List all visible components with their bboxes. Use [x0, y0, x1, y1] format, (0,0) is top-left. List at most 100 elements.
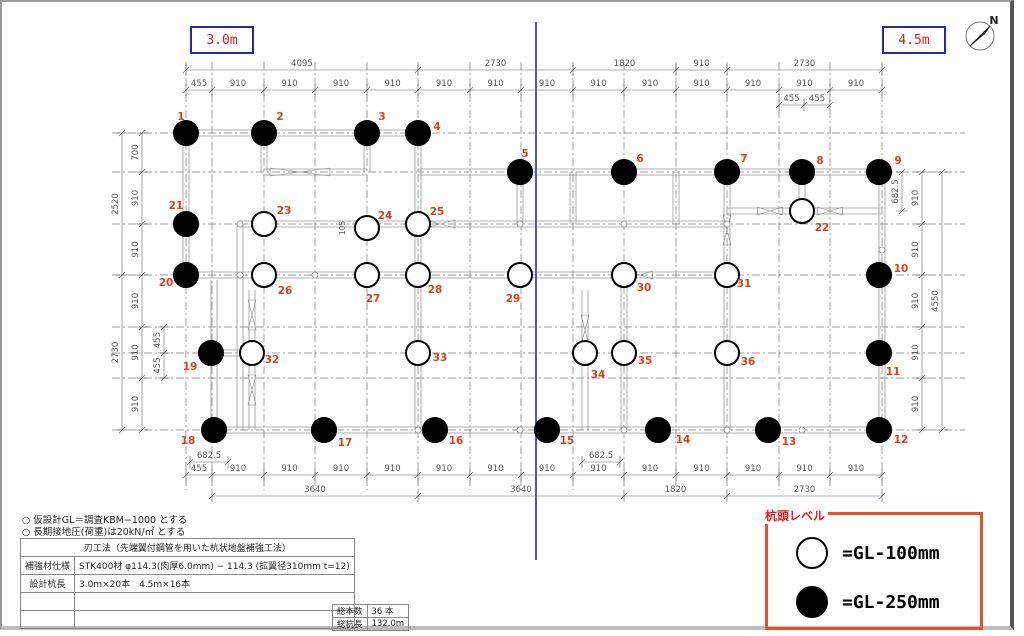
dim-left-minor-label: 910: [131, 190, 141, 206]
pile-filled-5: [507, 159, 533, 185]
anchor-bolt-icon: [878, 246, 886, 254]
dim-top-minor-label: 910: [642, 79, 658, 89]
dim-left-minor-tick: [136, 271, 148, 279]
dim-right-minor-label: 910: [911, 241, 921, 257]
pile-open-29: [507, 262, 533, 288]
dim-bottom-major-tick: [414, 490, 422, 502]
dim-left-sub-tick: [158, 323, 170, 331]
vent-mark: [580, 314, 590, 346]
spec-value: 3.0m×20本 4.5m×16本: [74, 574, 355, 593]
dim-right-offset-tick: [896, 168, 908, 176]
total-value: 132.0m: [366, 617, 410, 631]
pile-label-18: 18: [181, 435, 196, 447]
spec-key: [19, 592, 76, 611]
pile-open-36: [714, 340, 740, 366]
spec-title: 刃工法（先端翼付鋼管を用いた杭状地盤補強工法）: [20, 538, 355, 557]
dim-top-major-label: 2730: [485, 59, 507, 69]
dim-bottom-minor-tick: [414, 469, 422, 481]
dim-left-minor-label: 700: [131, 144, 141, 160]
pile-label-6: 6: [636, 153, 643, 165]
dim-bottom-minor-tick: [878, 469, 886, 481]
anchor-bolt-icon: [798, 426, 806, 434]
pile-label-4: 4: [433, 121, 440, 133]
pile-label-2: 2: [276, 111, 283, 123]
pile-filled-13: [755, 417, 781, 443]
dim-right-minor-tick: [916, 374, 928, 382]
dim-bottom-major-tick: [723, 490, 731, 502]
pile-label-24: 24: [378, 210, 393, 222]
pile-filled-16: [422, 417, 448, 443]
dim-top-minor-label: 455: [191, 79, 207, 89]
dim-bottom-minor-label: 910: [745, 464, 761, 474]
dim-left-minor-tick: [136, 323, 148, 331]
pile-open-26: [251, 262, 277, 288]
dim-top-minor-label: 910: [333, 79, 349, 89]
pile-label-31: 31: [737, 278, 752, 290]
pile-filled-7: [714, 159, 740, 185]
pile-filled-6: [611, 159, 637, 185]
north-arrow-icon: [969, 25, 991, 47]
dim-top-sub-tick: [775, 99, 783, 111]
legend-item-filled: =GL-250mm: [796, 586, 940, 618]
dim-bottom-offset-tick: [186, 456, 194, 468]
dim-top-major-label: 910: [693, 59, 709, 69]
dim-left-major-label: 2730: [111, 342, 121, 364]
dim-right-minor-tick: [916, 426, 928, 434]
dim-bottom-minor-tick: [260, 469, 268, 481]
dim-bottom-minor-label: 910: [642, 464, 658, 474]
pile-label-13: 13: [782, 436, 797, 448]
dim-top-major-tick: [878, 64, 886, 76]
pile-label-32: 32: [265, 354, 280, 366]
dim-top-major-label: 4095: [291, 59, 313, 69]
pile-label-9: 9: [894, 155, 901, 167]
pile-open-30: [611, 262, 637, 288]
pile-open-32: [239, 340, 265, 366]
anchor-bolt-icon: [723, 426, 731, 434]
pile-label-8: 8: [816, 155, 823, 167]
dim-right-minor-label: 910: [911, 293, 921, 309]
depth-tag-4-5m: 4.5m: [882, 26, 946, 54]
pile-open-24: [354, 215, 380, 241]
dim-left-major-label: 2520: [111, 193, 121, 215]
dim-top-minor-label: 910: [745, 79, 761, 89]
dim-left-major-tick: [116, 271, 128, 279]
dim-top-major-tick: [414, 64, 422, 76]
pile-open-31: [714, 262, 740, 288]
dim-top-minor-tick: [466, 84, 474, 96]
dim-right-major-tick: [936, 168, 948, 176]
dim-right-major-label: 4550: [931, 290, 941, 312]
dim-right-minor-tick: [916, 168, 928, 176]
total-key: 総杭長: [332, 617, 368, 631]
pile-filled-4: [405, 120, 431, 146]
dim-bottom-minor-label: 910: [384, 464, 400, 474]
table-row: [19, 610, 355, 629]
dim-top-major-label: 2730: [794, 59, 816, 69]
open-circle-icon: [796, 537, 828, 569]
dim-left-minor-label: 910: [131, 241, 141, 257]
anchor-bolt-icon: [516, 220, 524, 228]
dim-bottom-major-label: 3640: [510, 485, 532, 495]
dim-top-minor-label: 910: [230, 79, 246, 89]
pile-filled-10: [866, 262, 892, 288]
dim-top-major-tick: [672, 64, 680, 76]
anchor-bolt-icon: [620, 220, 628, 228]
pile-open-34: [572, 340, 598, 366]
pile-label-25: 25: [430, 206, 445, 218]
dim-bottom-minor-tick: [466, 469, 474, 481]
dim-bottom-major-tick: [208, 490, 216, 502]
total-key: 総本数: [332, 604, 368, 618]
pile-label-16: 16: [449, 435, 464, 447]
dim-left-major-tick: [116, 426, 128, 434]
dim-right-minor-label: 910: [911, 396, 921, 412]
dim-left-minor-label: 910: [131, 344, 141, 360]
dim-top-sub-label: 455: [809, 94, 825, 104]
dim-bottom-minor-tick: [311, 469, 319, 481]
dim-top-minor-tick: [826, 84, 834, 96]
legend-title: 杭頭レベル: [762, 507, 829, 524]
pile-filled-18: [201, 417, 227, 443]
dim-left-sub-tick: [158, 349, 170, 357]
dim-top-sub-tick: [800, 99, 808, 111]
dim-bottom-minor-label: 910: [487, 464, 503, 474]
